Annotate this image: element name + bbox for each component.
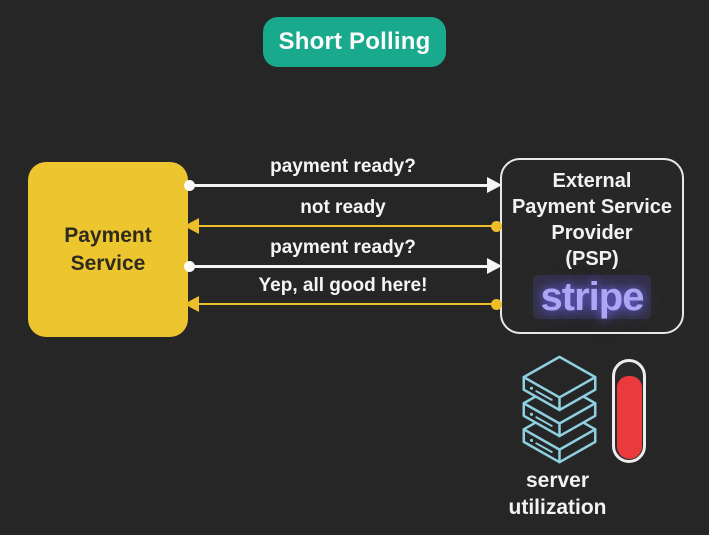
arrow-line [189, 183, 489, 187]
arrow-label-3: payment ready? [270, 237, 416, 258]
arrow-request-1 [184, 177, 502, 193]
arrow-label-4: Yep, all good here! [258, 275, 428, 296]
server-utilization-line1: server [525, 469, 590, 492]
diagram-title: Short Polling [278, 28, 431, 55]
arrowhead-icon [184, 296, 199, 312]
server-utilization-line2: utilization [508, 496, 607, 519]
arrow-label-1: payment ready? [270, 156, 416, 177]
arrow-response-1 [184, 218, 502, 234]
arrowhead-icon [487, 258, 502, 274]
psp-label-line2: Payment Service [511, 196, 673, 218]
server-utilization-label: server utilization [470, 467, 645, 521]
arrowhead-icon [184, 218, 199, 234]
psp-label-line3: Provider [551, 222, 633, 244]
utilization-gauge-fill [616, 375, 642, 459]
stripe-logo: stripe [532, 275, 652, 319]
psp-box: External Payment Service Provider (PSP) … [500, 158, 684, 334]
arrow-line [189, 264, 489, 268]
arrow-label-2: not ready [300, 197, 386, 218]
psp-label-line4: (PSP) [565, 248, 619, 270]
psp-label-line1: External [552, 170, 632, 192]
payment-service-box: Payment Service [28, 162, 188, 337]
payment-service-label-line1: Payment [64, 223, 152, 247]
arrow-line [197, 302, 497, 305]
arrowhead-icon [487, 177, 502, 193]
payment-service-label-line2: Service [70, 251, 146, 275]
arrow-request-2 [184, 258, 502, 274]
arrow-line [197, 224, 497, 227]
utilization-gauge [612, 359, 646, 463]
arrow-response-2 [184, 296, 502, 312]
server-stack-icon [522, 355, 597, 464]
diagram-title-pill: Short Polling [263, 17, 446, 67]
